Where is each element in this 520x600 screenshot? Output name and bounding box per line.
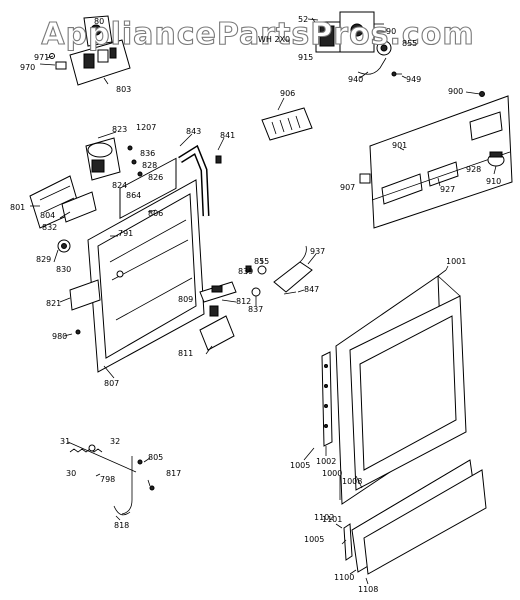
label-821: 821 (46, 299, 61, 308)
label-1101: 1101 (322, 515, 342, 524)
label-829: 829 (36, 255, 51, 264)
label-811: 811 (178, 349, 193, 358)
label-830: 830 (56, 265, 71, 274)
label-907: 907 (340, 183, 355, 192)
label-80: 80 (94, 17, 104, 26)
label-828: 828 (142, 161, 157, 170)
part-841-fitting (215, 155, 222, 164)
label-847: 847 (304, 285, 319, 294)
part-798-818-door-hinge (113, 456, 133, 516)
part-901-control-panel (369, 95, 513, 229)
part-940-bracket (357, 40, 392, 75)
label-910: 910 (486, 177, 501, 186)
label-817: 817 (166, 469, 181, 478)
label-970: 970 (20, 63, 35, 72)
part-970-971-small-parts (39, 53, 67, 70)
label-1002: 1002 (316, 457, 336, 466)
part-937-spring-bracket (273, 245, 313, 293)
label-864: 864 (126, 191, 141, 200)
label-906: 906 (280, 89, 295, 98)
label-824: 824 (112, 181, 127, 190)
part-980-screw (75, 329, 81, 335)
label-971: 971 (34, 53, 49, 62)
part-804-832-bracket (61, 191, 97, 223)
part-1102-trim (343, 523, 353, 561)
label-1102: 1102 (314, 513, 334, 522)
label-805: 805 (148, 453, 163, 462)
label-900: 900 (448, 87, 463, 96)
label-928: 928 (466, 165, 481, 174)
label-937: 937 (310, 247, 325, 256)
label-90: 90 (386, 27, 396, 36)
part-949-screw (391, 71, 402, 77)
label-1005-b: 1005 (304, 535, 324, 544)
label-823: 823 (112, 125, 127, 134)
part-910-knob (487, 151, 505, 167)
leader-lines (30, 18, 497, 585)
part-90-timer (339, 11, 384, 53)
part-811-handle (199, 305, 235, 351)
label-52: 52 (298, 15, 308, 24)
part-809-latch (199, 281, 237, 303)
label-1005: 1005 (290, 461, 310, 470)
part-30-31-32-spring-arm (67, 441, 137, 473)
label-855-b: 855 (254, 257, 269, 266)
part-829-830-dispenser-cap (57, 239, 71, 253)
label-927: 927 (440, 185, 455, 194)
label-837: 837 (248, 305, 263, 314)
part-1000-outer-door (335, 275, 467, 505)
label-812: 812 (236, 297, 251, 306)
part-900-screw (465, 91, 485, 97)
label-841: 841 (220, 131, 235, 140)
part-1100-toe-panel (351, 459, 487, 575)
watermark-text: AppliancePartsPros.com (41, 17, 474, 52)
label-836: 836 (140, 149, 155, 158)
part-803-switch-assembly (69, 15, 131, 86)
label-1100: 1100 (334, 573, 354, 582)
label-798: 798 (100, 475, 115, 484)
label-1108: 1108 (358, 585, 378, 594)
label-791: 791 (118, 229, 133, 238)
label-30: 30 (66, 469, 76, 478)
stamp-text: WH 2X0 (258, 35, 290, 44)
part-1002-trim (321, 351, 333, 447)
label-1001: 1001 (446, 257, 466, 266)
part-821-door-panel-bracket (69, 279, 101, 311)
label-949: 949 (406, 75, 421, 84)
label-803: 803 (116, 85, 131, 94)
label-806: 806 (148, 209, 163, 218)
label-826: 826 (148, 173, 163, 182)
label-915: 915 (298, 53, 313, 62)
label-940: 940 (348, 75, 363, 84)
label-809: 809 (178, 295, 193, 304)
label-901: 901 (392, 141, 407, 150)
label-1207: 1207 (136, 123, 156, 132)
label-1008: 1008 (342, 477, 362, 486)
label-31: 31 (60, 437, 70, 446)
label-801: 801 (10, 203, 25, 212)
label-843: 843 (186, 127, 201, 136)
label-855: 855 (402, 39, 417, 48)
label-832: 832 (42, 223, 57, 232)
part-843-hose (178, 144, 210, 217)
label-839: 839 (238, 267, 253, 276)
label-807: 807 (104, 379, 119, 388)
part-805-817-screws (137, 459, 155, 491)
part-823-solenoid (85, 137, 121, 181)
part-labels: 52 90 80 971 970 803 915 855 940 949 900… (10, 15, 501, 594)
part-915-switch (311, 17, 341, 53)
label-32: 32 (110, 437, 120, 446)
part-906-terminal-block (261, 107, 313, 141)
part-907-button (359, 173, 371, 184)
label-980: 980 (52, 332, 67, 341)
label-818: 818 (114, 521, 129, 530)
part-807-inner-door (87, 157, 205, 373)
label-804: 804 (40, 211, 55, 220)
part-1001-top-trim (437, 269, 447, 277)
label-1000: 1000 (322, 469, 342, 478)
